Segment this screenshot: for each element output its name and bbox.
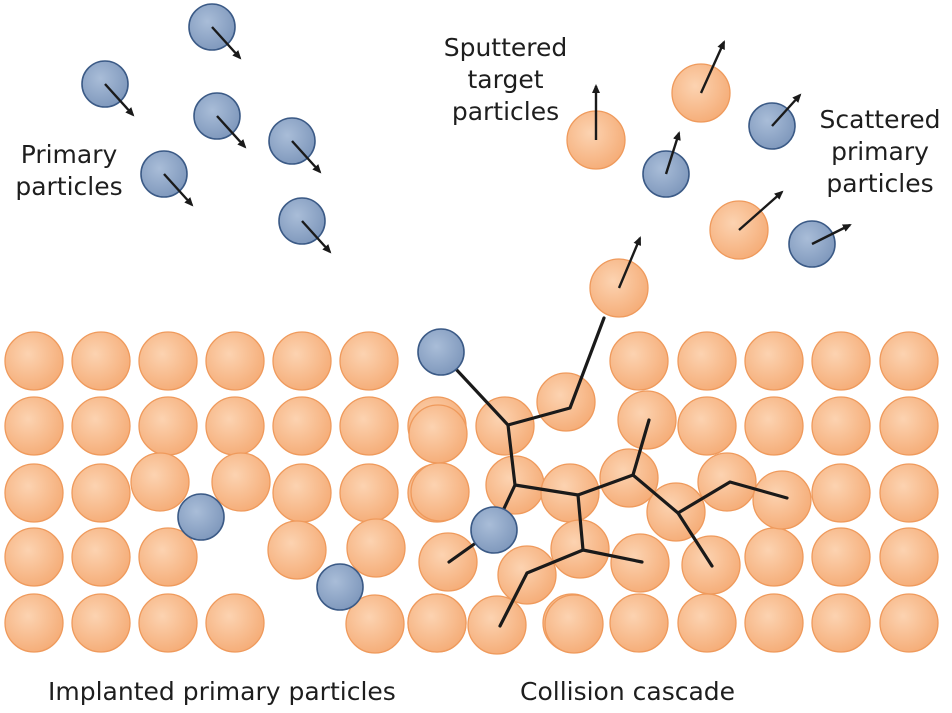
- incoming-arrow: [163, 173, 194, 207]
- collision-cascade: [438, 316, 789, 628]
- target-atom: [811, 396, 871, 456]
- target-atom: [879, 396, 939, 456]
- target-atom: [138, 331, 198, 391]
- target-atom: [138, 593, 198, 653]
- target-atom: [811, 593, 871, 653]
- implanted-primary-particles-label: Implanted primary particles: [48, 677, 396, 706]
- implanted-primary-particle: [417, 328, 465, 376]
- target-atom: [138, 527, 198, 587]
- target-atom: [71, 593, 131, 653]
- target-atom: [4, 396, 64, 456]
- cascade-track: [498, 548, 585, 628]
- displaced-target-atom: [408, 404, 468, 464]
- incoming-arrow: [216, 115, 247, 149]
- target-atom: [811, 527, 871, 587]
- scatter-arrow: [811, 223, 852, 246]
- target-atom: [339, 331, 399, 391]
- displaced-target-atom: [130, 452, 190, 512]
- displaced-target-atom: [475, 396, 535, 456]
- ejected-particles: [566, 40, 852, 318]
- target-atom: [811, 331, 871, 391]
- cascade-track: [438, 316, 606, 427]
- target-atom: [744, 527, 804, 587]
- scatter-arrow: [664, 131, 681, 175]
- incoming-arrow: [291, 140, 322, 174]
- target-atom: [205, 593, 265, 653]
- sputter-arrow: [738, 190, 784, 231]
- scattered-primary-particles-label: Scattered primary particles: [819, 105, 941, 198]
- displaced-target-atom: [267, 520, 327, 580]
- displaced-target-atom: [536, 372, 596, 432]
- target-atom: [272, 331, 332, 391]
- primary-particles-label: Primary particles: [15, 140, 123, 201]
- target-atom: [339, 396, 399, 456]
- sputter-arrow: [617, 236, 642, 289]
- target-atom: [609, 331, 669, 391]
- target-atom: [677, 593, 737, 653]
- incoming-arrow: [301, 220, 332, 254]
- target-atom: [272, 463, 332, 523]
- target-atom: [138, 396, 198, 456]
- cascade-track: [676, 511, 714, 568]
- target-atom: [71, 331, 131, 391]
- target-atom: [811, 463, 871, 523]
- target-atom: [71, 463, 131, 523]
- target-atom: [4, 593, 64, 653]
- sputtered-target-particles-label: Sputtered target particles: [443, 33, 568, 126]
- primary-particles: [81, 3, 518, 611]
- target-atom: [4, 463, 64, 523]
- target-lattice: [4, 331, 939, 655]
- target-atom: [879, 463, 939, 523]
- target-atom: [71, 527, 131, 587]
- target-atom: [879, 331, 939, 391]
- displaced-target-atom: [211, 452, 271, 512]
- target-atom: [744, 396, 804, 456]
- incoming-arrow: [104, 83, 135, 117]
- displaced-target-atom: [467, 595, 527, 655]
- sputter-arrow: [699, 40, 726, 94]
- scatter-arrow: [771, 93, 802, 127]
- target-atom: [272, 396, 332, 456]
- collision-cascade-label: Collision cascade: [520, 677, 736, 706]
- implanted-primary-particle: [177, 493, 225, 541]
- target-atom: [339, 463, 399, 523]
- target-atom: [205, 331, 265, 391]
- implanted-primary-particle: [316, 563, 364, 611]
- target-atom: [744, 593, 804, 653]
- displaced-target-atom: [617, 390, 677, 450]
- target-atom: [71, 396, 131, 456]
- implanted-primary-particle: [470, 506, 518, 554]
- target-atom: [677, 331, 737, 391]
- target-atom: [609, 593, 669, 653]
- target-atom: [879, 593, 939, 653]
- displaced-target-atom: [345, 594, 405, 654]
- displaced-target-atom: [544, 594, 604, 654]
- incoming-arrow: [211, 26, 242, 60]
- target-atom: [4, 331, 64, 391]
- target-atom: [205, 396, 265, 456]
- target-atom: [677, 396, 737, 456]
- displaced-target-atom: [752, 470, 812, 530]
- target-atom: [4, 527, 64, 587]
- displaced-target-atom: [410, 462, 470, 522]
- cascade-track: [631, 473, 789, 515]
- displaced-target-atom: [346, 518, 406, 578]
- target-atom: [879, 527, 939, 587]
- target-atom: [744, 331, 804, 391]
- displaced-target-atom: [407, 593, 467, 653]
